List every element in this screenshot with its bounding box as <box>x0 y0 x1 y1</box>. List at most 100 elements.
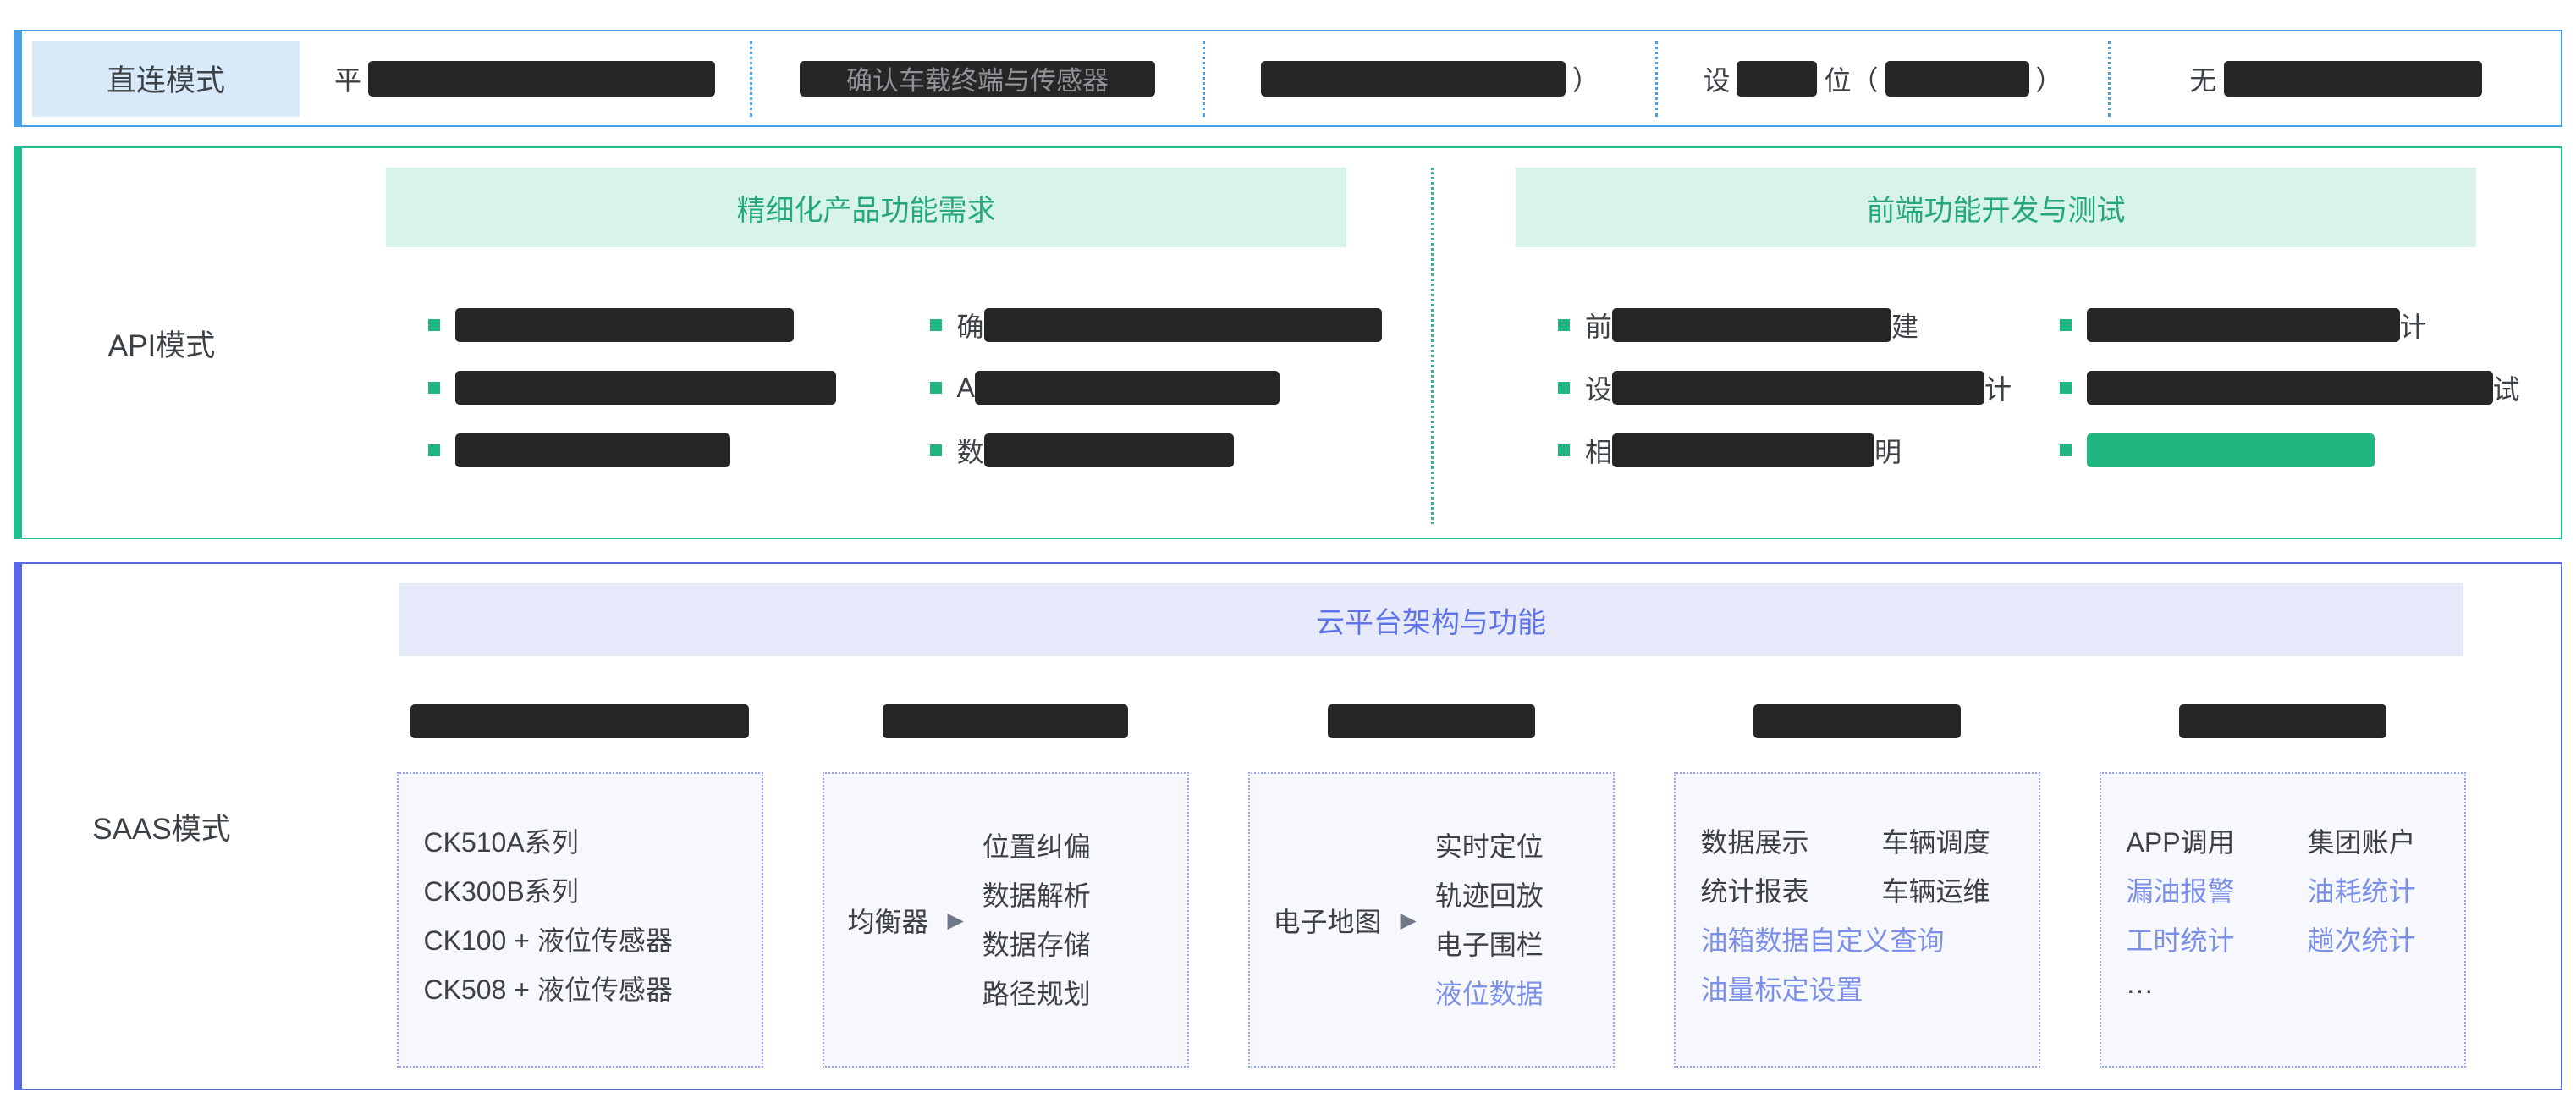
text-fragment: 无 <box>2189 64 2217 96</box>
redacted-text-bar <box>983 308 1382 342</box>
text-fragment: 计 <box>1984 374 2012 405</box>
feature-item: 油耗统计 <box>2307 876 2416 907</box>
square-bullet-icon <box>428 319 440 331</box>
list-item: CK510A系列 <box>423 827 579 858</box>
list-item: 路径规划 <box>982 978 1091 1009</box>
saas-title-band: 云平台架构与功能 <box>399 583 2463 656</box>
api-bullet-item <box>2059 419 2562 482</box>
saas-column-3: 电子地图▶实时定位轨迹回放电子围栏液位数据 <box>1247 704 1615 1068</box>
saas-column-4: 数据展示 车辆调度统计报表 车辆运维油箱数据自定义查询油量标定设置 <box>1673 704 2040 1068</box>
feature-row: 漏油报警 油耗统计 <box>2127 867 2456 916</box>
feature-item: 数据展示 <box>1700 827 1809 858</box>
feature-item: 趟次统计 <box>2307 925 2416 956</box>
direct-mode-steps: 平 确认车载终端与传感器 ） 设位（） 无 <box>300 40 2561 117</box>
feature-item: 集团账户 <box>2307 827 2416 858</box>
saas-column-header-redacted <box>410 704 749 738</box>
text-fragment: 相 <box>1585 437 1613 467</box>
redacted-text-bar <box>2086 371 2493 405</box>
api-panel-2: 前端功能开发与测试前建设计相明计试 <box>1431 168 2561 538</box>
api-bullet-item: 确 <box>929 294 1432 356</box>
text-fragment: 位（ <box>1824 64 1879 96</box>
feature-item: APP调用 <box>2126 827 2235 858</box>
saas-column-header-redacted <box>1753 704 1961 738</box>
flow-source-label: 电子地图 <box>1273 906 1382 937</box>
flow-item-list: 位置纠偏数据解析数据存储路径规划 <box>983 822 1091 1018</box>
flow-source-label: 均衡器 <box>847 906 929 937</box>
feature-item: 油量标定设置 <box>1700 974 1863 1005</box>
feature-item: 车辆调度 <box>1881 827 1990 858</box>
square-bullet-icon <box>1558 382 1570 394</box>
redacted-text-bar: 确认车载终端与传感器 <box>800 60 1155 97</box>
feature-item: 统计报表 <box>1700 876 1809 907</box>
feature-item: 车辆运维 <box>1881 876 1990 907</box>
redacted-text-bar <box>1260 60 1566 97</box>
square-bullet-icon <box>2059 319 2072 331</box>
redacted-text-bar <box>455 308 794 342</box>
text-fragment: 数 <box>956 437 984 467</box>
api-panel-columns: 前建设计相明计试 <box>1431 294 2561 482</box>
api-mode-label: API模式 <box>107 328 216 362</box>
text-fragment: 建 <box>1891 312 1919 342</box>
square-bullet-icon <box>1558 444 1570 456</box>
text-fragment: ） <box>1571 64 1599 96</box>
highlighted-redacted-bar <box>2086 433 2375 467</box>
text-fragment: 计 <box>2399 312 2427 342</box>
feature-row: 油箱数据自定义查询 <box>1701 916 2030 965</box>
api-bullet-item <box>428 294 930 356</box>
square-bullet-icon <box>1558 319 1570 331</box>
api-bullet-item: 相明 <box>1558 419 2060 482</box>
text-fragment: 设 <box>1585 374 1613 405</box>
api-panel-title: 精细化产品功能需求 <box>386 168 1346 247</box>
api-panel-divider <box>1431 168 1434 524</box>
saas-column-header-redacted <box>1327 704 1535 738</box>
direct-step-2: 确认车载终端与传感器 <box>750 40 1203 117</box>
redacted-text-bar <box>1737 60 1818 97</box>
saas-column-header-redacted <box>2178 704 2386 738</box>
saas-column-header-redacted <box>883 704 1128 738</box>
api-bullet-item: 计 <box>2059 294 2562 356</box>
redacted-text-bar <box>2086 308 2400 342</box>
api-bullet-item <box>428 419 930 482</box>
saas-mode-label: SAAS模式 <box>92 812 231 846</box>
text-fragment: 平 <box>333 64 361 96</box>
flow-item-list: 实时定位轨迹回放电子围栏液位数据 <box>1435 822 1544 1018</box>
feature-row: 数据展示 车辆调度 <box>1701 818 2030 867</box>
direct-step-4: 设位（） <box>1655 40 2108 117</box>
redacted-text-bar <box>2223 60 2482 97</box>
redacted-text-bar <box>1612 308 1892 342</box>
list-item: 数据解析 <box>982 880 1091 911</box>
feature-item: ··· <box>2126 974 2154 1005</box>
feature-row: APP调用 集团账户 <box>2127 818 2456 867</box>
list-item: 轨迹回放 <box>1434 880 1544 911</box>
redacted-text-bar <box>1612 433 1875 467</box>
redacted-text-bar <box>974 371 1280 405</box>
api-panel-title: 前端功能开发与测试 <box>1516 168 2476 247</box>
feature-row: ··· <box>2127 965 2456 1014</box>
square-bullet-icon <box>2059 382 2072 394</box>
list-item: 液位数据 <box>1434 978 1544 1009</box>
feature-item: 漏油报警 <box>2126 876 2235 907</box>
redacted-overlay-text: 确认车载终端与传感器 <box>846 66 1109 96</box>
feature-row: 工时统计趟次统计 <box>2127 916 2456 965</box>
redacted-text-bar <box>455 433 730 467</box>
feature-row: 统计报表 车辆运维 <box>1701 867 2030 916</box>
feature-row: 油量标定设置 <box>1701 965 2030 1014</box>
square-bullet-icon <box>929 382 942 394</box>
api-bullet-item: 前建 <box>1558 294 2060 356</box>
list-item: CK508 + 液位传感器 <box>423 974 673 1005</box>
text-fragment: 明 <box>1874 437 1902 467</box>
api-bullet-item: 数 <box>929 419 1432 482</box>
redacted-text-bar <box>1612 371 1985 405</box>
list-item: CK100 + 液位传感器 <box>423 925 673 956</box>
redacted-text-bar <box>368 60 715 97</box>
